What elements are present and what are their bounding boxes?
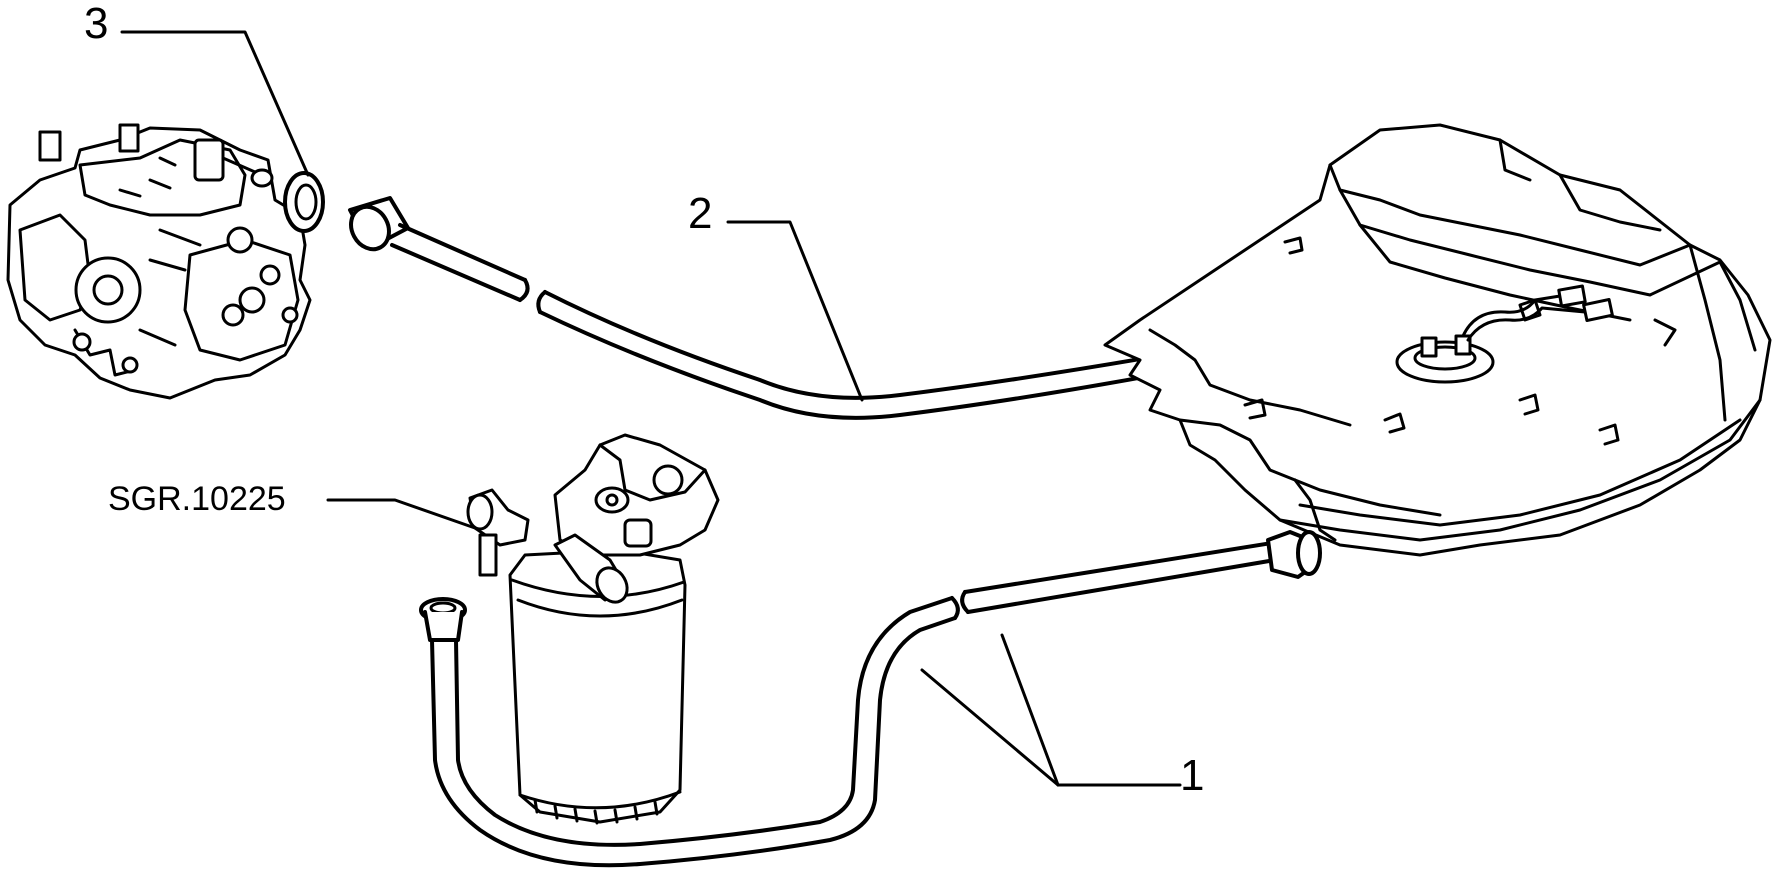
callout-2: 2	[688, 189, 712, 238]
leader-lines	[120, 30, 1182, 787]
fuel-tank	[1103, 123, 1772, 557]
feed-pipe-1	[419, 530, 1322, 868]
fuel-filter	[466, 433, 720, 825]
seal-ring	[283, 171, 325, 233]
callout-3: 3	[84, 0, 108, 48]
injection-pump	[6, 123, 312, 400]
callout-sgr-10225: SGR.10225	[108, 480, 286, 518]
callout-1: 1	[1180, 751, 1204, 800]
